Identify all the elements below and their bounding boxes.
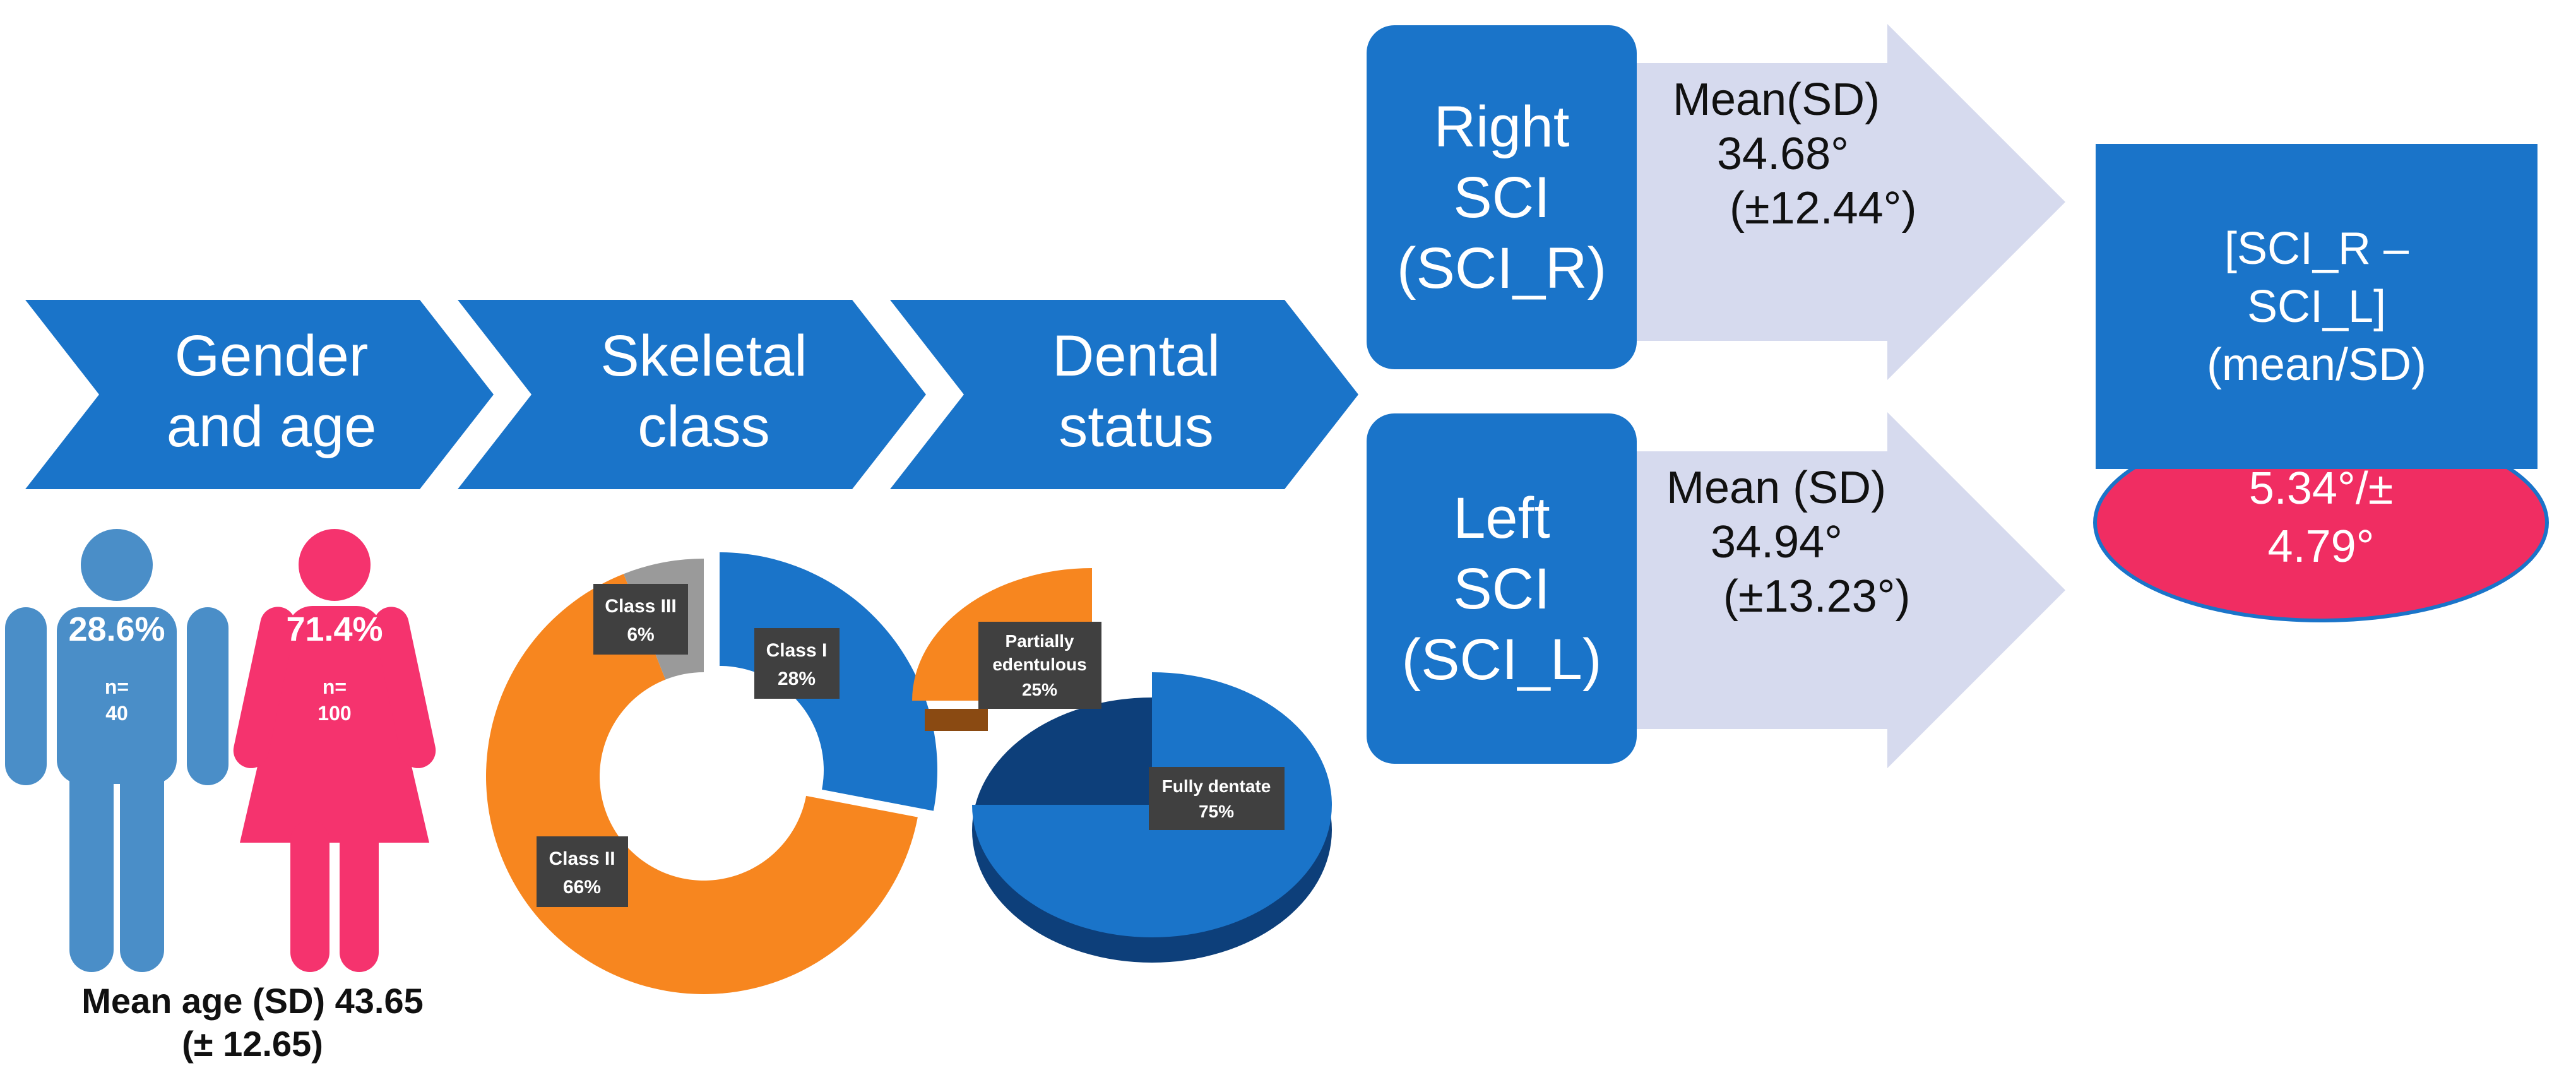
right-sci-line2: SCI [1453,165,1550,230]
female-stats: 71.4% n= 100 [265,609,404,727]
result-value: 5.34°/± 4.79° [2102,460,2540,576]
chevron-dental-status [890,300,1358,489]
value-class-iii: 6% [627,624,654,645]
result-line1: [SCI_R – [2224,223,2409,274]
donut-label-class-ii: Class II 66% [537,836,628,907]
label-class-iii: Class III [605,596,676,617]
result-value-line2: 4.79° [2267,521,2375,572]
left-sci-line3: (SCI_L) [1401,627,1602,692]
value-fully-dentate: 75% [1199,802,1234,821]
step-skeletal-class-line1: Skeletal [600,324,807,388]
male-stats: 28.6% n= 40 [44,609,189,727]
donut-label-class-iii: Class III 6% [593,584,688,655]
left-sci-line1: Left [1453,485,1550,550]
female-figure-icon [233,529,436,972]
dental-status-pie-chart [912,568,1332,963]
right-sci-line1: Right [1433,94,1570,159]
male-figure-icon [5,529,229,972]
right-sci-sd: (±12.44°) [1730,183,1917,234]
chevron-skeletal-class [458,300,926,489]
left-sci-line2: SCI [1453,556,1550,621]
result-box: [SCI_R – SCI_L] (mean/SD) [2096,144,2537,469]
step-skeletal-class-line2: class [638,395,770,459]
female-n-value: 100 [318,702,352,725]
left-sci-mean: 34.94° [1711,517,1843,567]
right-sci-stats: Mean(SD) 34.68° (±12.44°) [1673,73,1916,235]
female-n-label: n= [322,675,347,698]
label-class-ii: Class II [549,848,615,869]
result-line3: (mean/SD) [2206,339,2427,390]
left-sci-box: Left SCI (SCI_L) [1367,413,1637,764]
step-skeletal-class-label: Skeletal class [540,321,868,462]
step-gender-age-line1: Gender [174,324,369,388]
label-edentulous: edentulous [992,655,1086,674]
label-partially: Partially [1006,631,1074,651]
step-dental-status-line1: Dental [1052,324,1220,388]
left-sci-stats: Mean (SD) 34.94° (±13.23°) [1666,461,1910,624]
mean-age-line1: Mean age (SD) 43.65 [81,981,424,1021]
result-value-line1: 5.34°/± [2248,463,2394,514]
left-sci-sd: (±13.23°) [1723,571,1911,622]
pie-label-fully-dentate: Fully dentate 75% [1149,767,1285,830]
mean-age-line2: (± 12.65) [182,1024,323,1064]
right-sci-stat-label: Mean(SD) [1673,74,1880,125]
right-sci-line3: (SCI_R) [1396,235,1607,300]
mean-age: Mean age (SD) 43.65 (± 12.65) [0,980,505,1065]
label-fully-dentate: Fully dentate [1162,776,1271,796]
step-gender-age-label: Gender and age [107,321,436,462]
male-n-label: n= [104,675,129,698]
result-line2: SCI_L] [2247,281,2387,332]
arrow-left-sci [1635,412,2065,768]
step-dental-status-line2: status [1059,395,1214,459]
chevron-gender-age [25,300,494,489]
pie-label-partially-edentulous: Partially edentulous 25% [978,622,1101,709]
value-partially-edentulous: 25% [1022,680,1057,699]
right-sci-box: Right SCI (SCI_R) [1367,25,1637,369]
pie-slice-edge-shadow [925,709,988,731]
left-sci-stat-label: Mean (SD) [1666,463,1887,513]
male-n-value: 40 [105,702,128,725]
donut-label-class-i: Class I 28% [754,628,840,699]
value-class-i: 28% [778,668,816,689]
step-dental-status-label: Dental status [972,321,1300,462]
skeletal-class-donut-chart [485,552,937,995]
value-class-ii: 66% [563,877,601,898]
label-class-i: Class I [766,640,828,661]
male-percent: 28.6% [68,610,165,648]
step-gender-age-line2: and age [166,395,377,459]
arrow-right-sci [1635,24,2065,380]
right-sci-mean: 34.68° [1717,129,1849,179]
female-percent: 71.4% [286,610,383,648]
